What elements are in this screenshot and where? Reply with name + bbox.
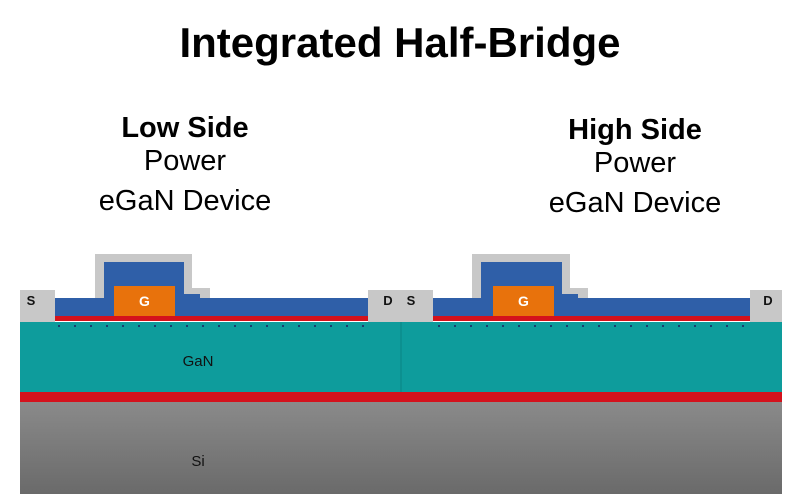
low-side-device: G S D — [20, 254, 403, 327]
electron-dot — [74, 325, 76, 327]
high-side-caption: High Side Power eGaN Device — [510, 116, 760, 229]
electron-dot — [454, 325, 456, 327]
silicon-substrate — [20, 402, 782, 494]
electron-dot — [154, 325, 156, 327]
high-side-gate-label: G — [518, 293, 529, 309]
electron-dot — [122, 325, 124, 327]
high-side-drain-label: D — [763, 293, 772, 308]
electron-dot — [138, 325, 140, 327]
electron-dot — [470, 325, 472, 327]
electron-dot — [250, 325, 252, 327]
electron-dot — [266, 325, 268, 327]
low-side-source-label: S — [27, 293, 36, 308]
low-side-drain-contact — [368, 290, 403, 322]
high-side-line1: Power — [593, 147, 677, 179]
low-side-drain-label: D — [383, 293, 392, 308]
electron-dot — [202, 325, 204, 327]
electron-dot — [710, 325, 712, 327]
low-side-heading: Low Side — [121, 112, 249, 144]
electron-dot — [346, 325, 348, 327]
electron-dot — [646, 325, 648, 327]
electron-dot — [566, 325, 568, 327]
low-side-2deg-dots — [58, 325, 364, 327]
electron-dot — [234, 325, 236, 327]
high-side-barrier-layer — [433, 316, 750, 321]
buffer-layer — [20, 392, 782, 402]
electron-dot — [58, 325, 60, 327]
low-side-gate-label: G — [139, 293, 150, 309]
high-side-gate — [493, 286, 554, 316]
electron-dot — [726, 325, 728, 327]
high-side-source-label: S — [407, 293, 416, 308]
electron-dot — [614, 325, 616, 327]
high-side-source-contact — [401, 290, 433, 322]
electron-dot — [170, 325, 172, 327]
high-side-line2: eGaN Device — [548, 187, 722, 219]
electron-dot — [90, 325, 92, 327]
electron-dot — [330, 325, 332, 327]
high-side-heading: High Side — [568, 114, 702, 146]
electron-dot — [106, 325, 108, 327]
electron-dot — [186, 325, 188, 327]
page-title: Integrated Half-Bridge — [179, 19, 621, 66]
electron-dot — [438, 325, 440, 327]
electron-dot — [314, 325, 316, 327]
low-side-source-contact — [20, 290, 55, 322]
electron-dot — [630, 325, 632, 327]
low-side-caption: Low Side Power eGaN Device — [60, 114, 310, 227]
electron-dot — [518, 325, 520, 327]
electron-dot — [550, 325, 552, 327]
high-side-device: G S D — [401, 254, 782, 327]
electron-dot — [298, 325, 300, 327]
electron-dot — [694, 325, 696, 327]
high-side-drain-contact — [750, 290, 782, 322]
electron-dot — [218, 325, 220, 327]
high-side-2deg-dots — [438, 325, 744, 327]
electron-dot — [534, 325, 536, 327]
electron-dot — [282, 325, 284, 327]
si-layer-label: Si — [191, 453, 204, 470]
electron-dot — [742, 325, 744, 327]
electron-dot — [662, 325, 664, 327]
low-side-line1: Power — [143, 145, 227, 177]
low-side-line2: eGaN Device — [98, 185, 272, 217]
electron-dot — [486, 325, 488, 327]
electron-dot — [678, 325, 680, 327]
electron-dot — [582, 325, 584, 327]
gan-layer-label: GaN — [183, 353, 214, 370]
electron-dot — [362, 325, 364, 327]
electron-dot — [598, 325, 600, 327]
electron-dot — [502, 325, 504, 327]
low-side-gate — [114, 286, 175, 316]
low-side-barrier-layer — [55, 316, 368, 321]
